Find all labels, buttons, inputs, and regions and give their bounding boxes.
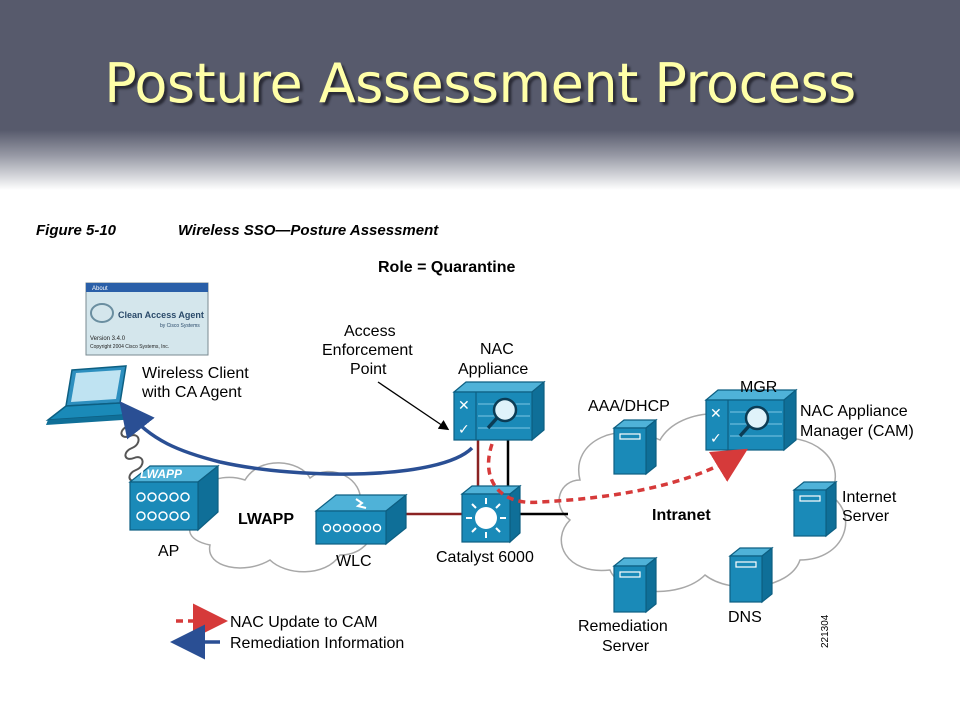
figure-number: Figure 5-10 [36,222,117,239]
ap-label: AP [158,543,179,560]
agent-version: Version 3.4.0 [90,336,126,342]
catalyst-label: Catalyst 6000 [436,549,534,566]
nac-label-line1: NAC [480,341,514,358]
svg-text:✓: ✓ [458,422,470,438]
figure-caption: Wireless SSO—Posture Assessment [178,222,439,239]
legend: NAC Update to CAM Remediation Informatio… [170,603,404,660]
role-label: Role = Quarantine [378,259,515,276]
remediation-label-line1: Remediation [578,618,668,635]
internet-label-line2: Server [842,508,890,525]
cam-label-line1: NAC Appliance [800,403,908,420]
intranet-label: Intranet [652,507,711,524]
aaa-label: AAA/DHCP [588,398,670,415]
dns-label: DNS [728,609,762,626]
lwapp-badge: LWAPP [140,467,183,481]
svg-text:✕: ✕ [710,406,722,422]
wlc-icon [314,493,408,546]
svg-text:✓: ✓ [710,431,722,447]
wlc-label: WLC [336,553,372,570]
client-label-line1: Wireless Client [142,365,249,382]
remediation-flow-arrow [119,400,474,476]
slide-title: Posture Assessment Process [104,52,856,115]
nac-manager-icon: ✕ ✓ [704,388,798,452]
slide-header [0,0,960,190]
mgr-label: MGR [740,379,777,396]
aep-label-line3: Point [350,361,387,378]
aaa-dhcp-server-icon [612,418,658,476]
nac-label-line2: Appliance [458,361,528,378]
catalyst-switch-icon [460,484,522,544]
svg-text:✕: ✕ [458,398,470,414]
agent-product-name: Clean Access Agent [118,310,204,320]
agent-copyright: Copyright 2004 Cisco Systems, Inc. [90,344,169,350]
agent-window-title: About [92,286,108,292]
access-point-icon: LWAPP [128,464,220,532]
legend-remediation: Remediation Information [230,635,404,652]
remediation-label-line2: Server [602,638,650,655]
internet-label-line1: Internet [842,489,897,506]
internet-server-icon [792,480,838,538]
aep-label-line2: Enforcement [322,342,413,359]
cam-label-line2: Manager (CAM) [800,423,914,440]
nac-update-flow-arrow [486,443,748,505]
lwapp-cloud-label: LWAPP [238,511,294,528]
laptop-icon [45,365,143,425]
aep-label-line1: Access [344,323,396,340]
clean-access-agent-window: About Clean Access Agent by Cisco System… [85,282,209,356]
client-label-line2: with CA Agent [141,384,242,401]
legend-nac-update: NAC Update to CAM [230,614,378,631]
dns-server-icon [728,546,774,604]
remediation-server-icon [612,556,658,614]
nac-appliance-icon: ✕ ✓ [452,380,546,442]
figure-id: 221304 [820,614,831,648]
aep-pointer-arrow [377,381,450,431]
agent-by: by Cisco Systems [160,323,200,329]
